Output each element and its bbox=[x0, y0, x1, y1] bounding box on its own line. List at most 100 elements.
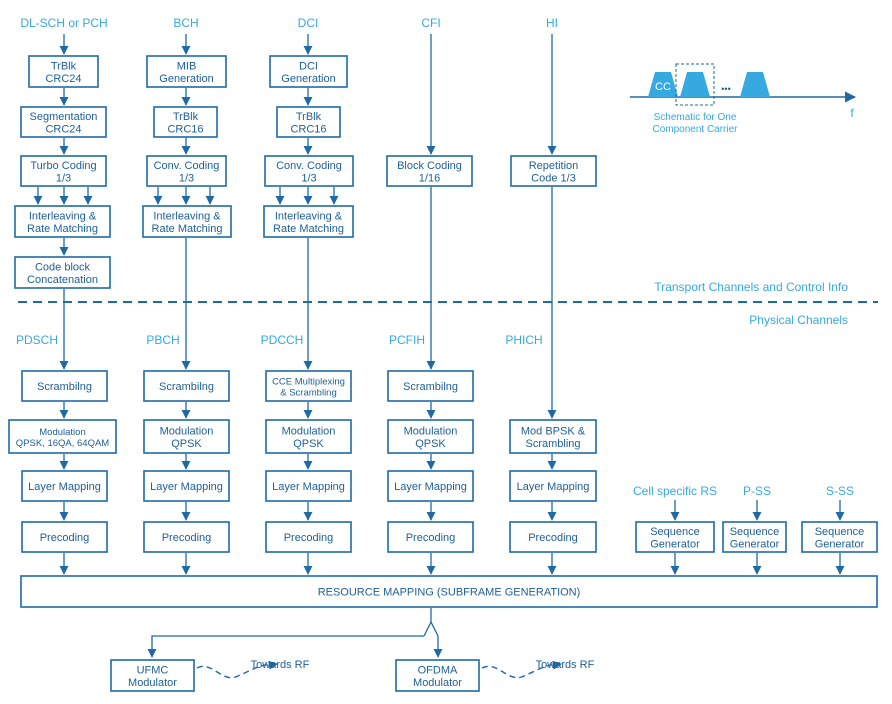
phich-pre-box: Precoding bbox=[509, 521, 597, 553]
physical-section-label: Physical Channels bbox=[749, 313, 848, 327]
pdcch-pre-box: Precoding bbox=[265, 521, 352, 553]
box-text: Modulation bbox=[404, 425, 458, 437]
rf-link-ufmc bbox=[196, 663, 277, 679]
box-text: 1/3 bbox=[56, 172, 71, 184]
carrier-trapezoid bbox=[680, 72, 710, 97]
box-text: Layer Mapping bbox=[272, 481, 345, 493]
box-text: Concatenation bbox=[27, 274, 98, 286]
box-text: QPSK bbox=[171, 438, 202, 450]
box-frame bbox=[8, 419, 117, 454]
ellipsis: ••• bbox=[721, 84, 730, 94]
box-text: Precoding bbox=[284, 532, 334, 544]
box-text: QPSK, 16QA, 64QAM bbox=[16, 438, 110, 449]
box-frame bbox=[722, 521, 787, 553]
box-frame bbox=[509, 419, 597, 454]
pbch-pre-box: Precoding bbox=[143, 521, 230, 553]
box-text: Conv. Coding bbox=[154, 160, 220, 172]
box-text: Code block bbox=[35, 261, 91, 273]
cc-label: CC bbox=[655, 81, 671, 93]
box-frame bbox=[801, 521, 878, 553]
box-text: Generator bbox=[650, 538, 700, 550]
box-text: OFDMA bbox=[418, 664, 458, 676]
physical-channel-label: PCFIH bbox=[389, 333, 425, 347]
box-text: Interleaving & bbox=[275, 210, 343, 222]
connector-arrow bbox=[552, 660, 562, 670]
box-frame bbox=[21, 370, 108, 402]
box-frame bbox=[143, 370, 230, 402]
box-frame bbox=[21, 521, 108, 553]
box-frame bbox=[21, 470, 108, 502]
connector-arrow bbox=[268, 660, 278, 670]
box-text: Modulation bbox=[160, 425, 214, 437]
transport-channel-label: DL-SCH or PCH bbox=[20, 16, 107, 30]
bch-interleave-box: Interleaving &Rate Matching bbox=[142, 205, 232, 238]
pcfih-scr-box: Scrambilng bbox=[387, 370, 474, 402]
box-text: QPSK bbox=[415, 438, 446, 450]
resource-box: RESOURCE MAPPING (SUBFRAME GENERATION) bbox=[20, 575, 878, 608]
connector-arrow bbox=[147, 635, 424, 658]
box-frame bbox=[263, 205, 354, 238]
box-text: Layer Mapping bbox=[150, 481, 223, 493]
box-frame bbox=[387, 370, 474, 402]
box-text: Generator bbox=[730, 538, 780, 550]
box-frame bbox=[20, 106, 107, 138]
box-text: Layer Mapping bbox=[394, 481, 467, 493]
carrier-trapezoid bbox=[648, 72, 678, 97]
box-text: TrBlk bbox=[51, 60, 77, 72]
connector-lines bbox=[18, 34, 878, 679]
box-frame bbox=[110, 659, 195, 692]
box-text: CRC16 bbox=[290, 123, 326, 135]
box-frame bbox=[14, 256, 111, 289]
box-text: Code 1/3 bbox=[531, 172, 576, 184]
box-text: DCI bbox=[299, 60, 318, 72]
box-frame bbox=[276, 106, 341, 138]
box-text: CRC24 bbox=[45, 73, 81, 85]
box-frame bbox=[264, 155, 354, 187]
box-text: CCE Multiplexing bbox=[272, 377, 345, 388]
box-text: MIB bbox=[177, 60, 197, 72]
box-text: Rate Matching bbox=[152, 223, 223, 235]
towards-rf-label: Towards RF bbox=[536, 659, 595, 671]
box-text: Precoding bbox=[162, 532, 212, 544]
box-frame bbox=[143, 521, 230, 553]
box-text: Sequence bbox=[730, 526, 780, 538]
box-text: TrBlk bbox=[173, 111, 199, 123]
box-text: Precoding bbox=[528, 532, 578, 544]
box-text: Rate Matching bbox=[273, 223, 344, 235]
towards-rf-label: Towards RF bbox=[251, 659, 310, 671]
box-text: Sequence bbox=[650, 526, 700, 538]
box-text: Modulation bbox=[282, 425, 336, 437]
pcfih-pre-box: Precoding bbox=[387, 521, 474, 553]
box-text: Generation bbox=[281, 73, 335, 85]
box-frame bbox=[146, 155, 227, 187]
box-text: Modulator bbox=[413, 677, 462, 689]
rs-label: Cell specific RS bbox=[633, 484, 717, 498]
physical-channel-label: PDSCH bbox=[16, 333, 58, 347]
box-text: Scrambilng bbox=[403, 381, 458, 393]
box-frame bbox=[387, 419, 474, 454]
pdsch-layer-box: Layer Mapping bbox=[21, 470, 108, 502]
pdsch-scr-box: Scrambilng bbox=[21, 370, 108, 402]
box-text: Conv. Coding bbox=[276, 160, 342, 172]
box-frame bbox=[395, 659, 480, 692]
box-text: Scrambilng bbox=[159, 381, 214, 393]
physical-channel-label: PHICH bbox=[505, 333, 542, 347]
box-text: Layer Mapping bbox=[517, 481, 590, 493]
box-text: Block Coding bbox=[397, 160, 462, 172]
box-frame bbox=[265, 521, 352, 553]
pss-label: P-SS bbox=[743, 484, 771, 498]
pbch-layer-box: Layer Mapping bbox=[143, 470, 230, 502]
